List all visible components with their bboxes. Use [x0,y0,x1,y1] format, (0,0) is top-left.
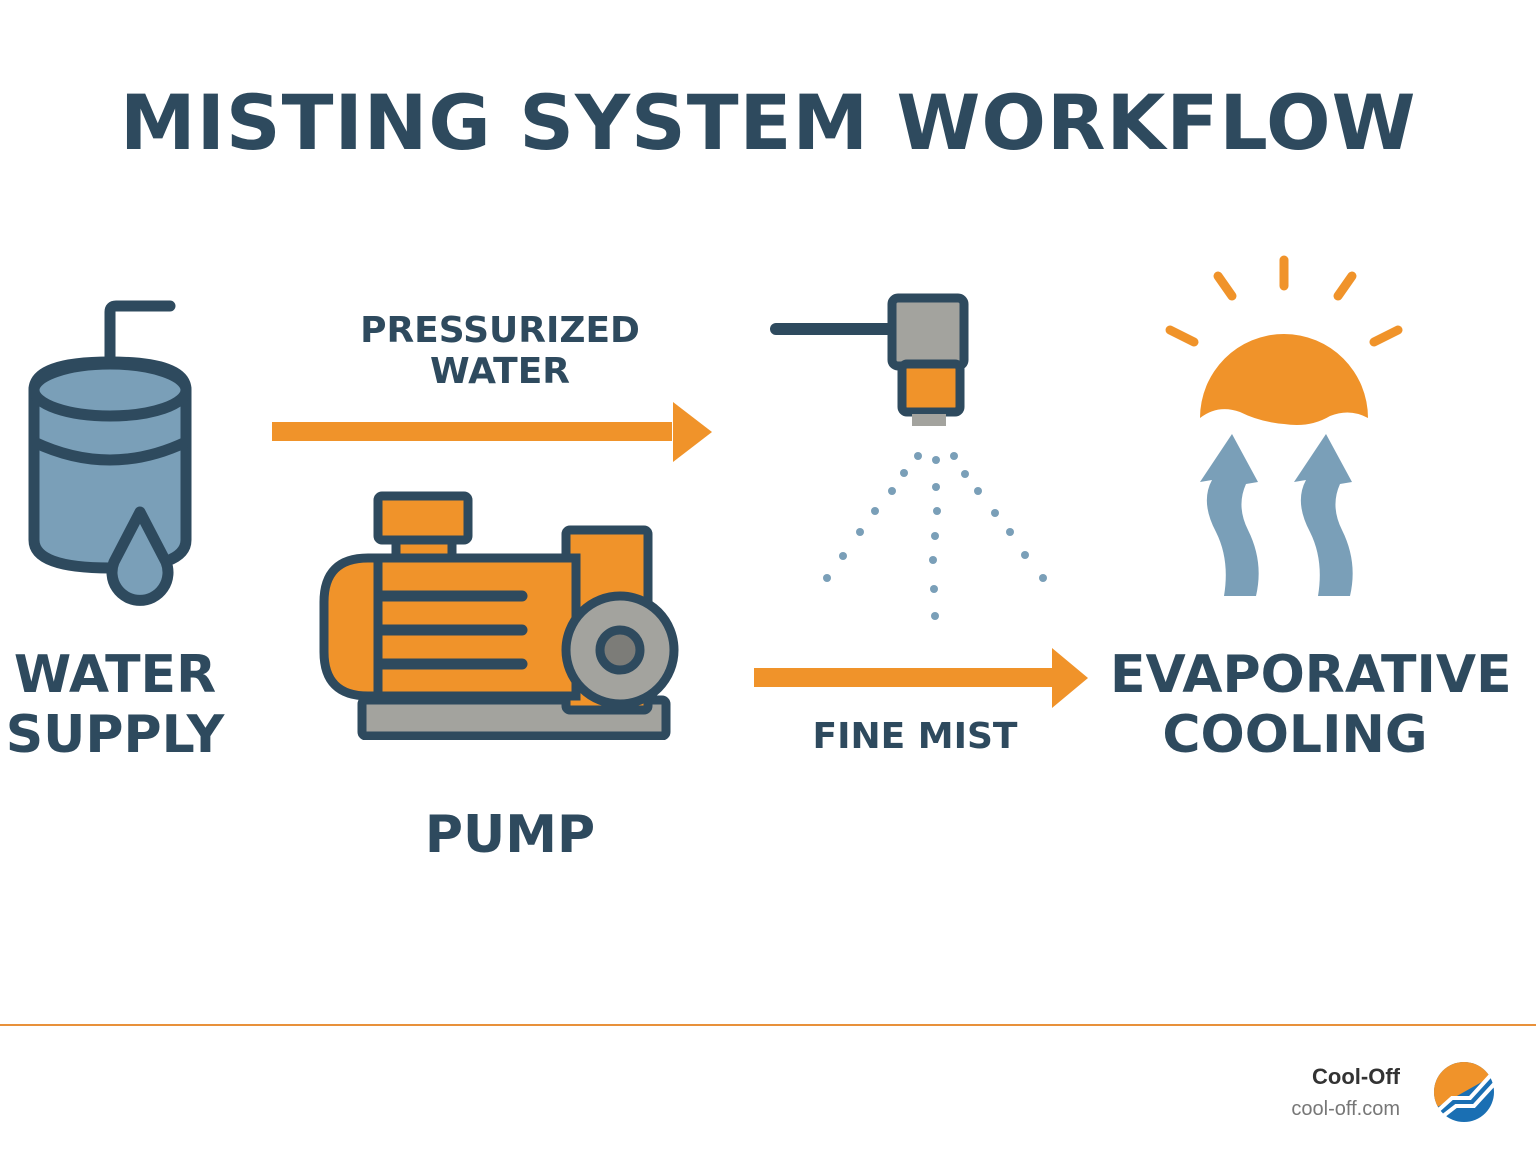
label-line: COOLING [1162,704,1428,765]
water-tank-icon [28,300,192,606]
brand-url[interactable]: cool-off.com [1291,1098,1400,1120]
label-line: EVAPORATIVE [1110,645,1512,705]
pump-icon [319,491,679,740]
label-line: PRESSURIZED [360,310,640,351]
label-fine-mist: FINE MIST [812,716,1018,757]
brand-name: Cool-Off [1312,1064,1400,1089]
cool-off-logo-icon [1432,1062,1496,1122]
label-line: WATER [429,351,571,393]
label-pressurized-water: PRESSURIZED WATER [340,310,660,393]
label-water-supply: WATER SUPPLY [0,645,230,766]
diagram-title: MISTING SYSTEM WORKFLOW [120,78,1417,167]
label-line: SUPPLY [5,704,225,765]
label-line: WATER [13,645,217,705]
mist-nozzle-icon [770,293,1047,620]
label-evaporative-cooling: EVAPORATIVE COOLING [1110,645,1512,766]
arrow-right-icon [272,402,712,462]
arrow-right-icon [754,648,1088,708]
sun-evaporation-icon [1165,255,1403,596]
label-pump: PUMP [424,805,596,865]
footer-divider [0,1024,1536,1026]
